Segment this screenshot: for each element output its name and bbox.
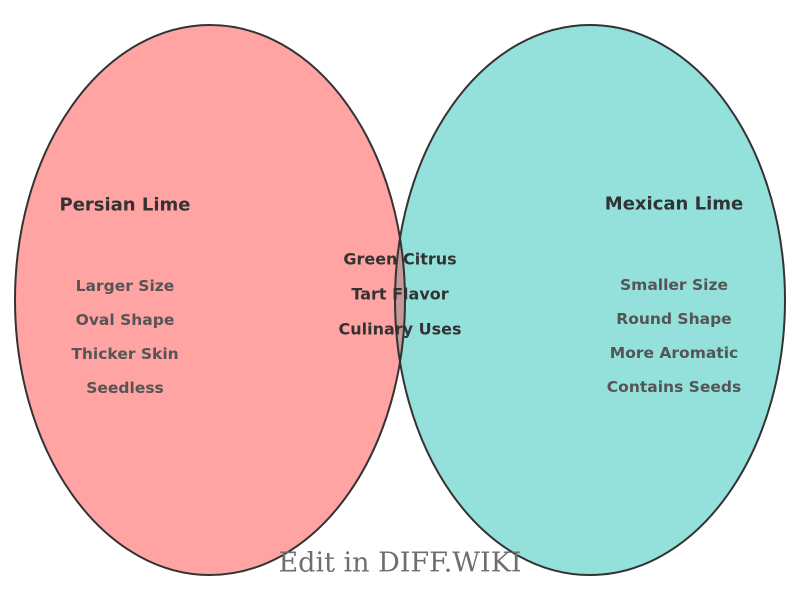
mexican-lime-item: Smaller Size xyxy=(620,276,728,294)
persian-lime-item: Seedless xyxy=(86,379,164,397)
shared-item: Tart Flavor xyxy=(351,284,449,304)
mexican-lime-item: More Aromatic xyxy=(609,344,739,362)
persian-lime-item: Larger Size xyxy=(75,277,175,295)
mexican-lime-item: Round Shape xyxy=(616,310,732,328)
persian-lime-item: Oval Shape xyxy=(75,311,175,329)
persian-lime-circle xyxy=(15,25,405,575)
persian-lime-item: Thicker Skin xyxy=(71,345,179,363)
watermark-link[interactable]: Edit in DIFF.WIKI xyxy=(278,547,522,579)
mexican-lime-title: Mexican Lime xyxy=(604,193,744,215)
mexican-lime-circle xyxy=(395,25,785,575)
mexican-lime-item: Contains Seeds xyxy=(606,378,742,396)
shared-item: Green Citrus xyxy=(343,249,457,269)
persian-lime-title: Persian Lime xyxy=(59,194,191,216)
shared-item: Culinary Uses xyxy=(338,319,462,339)
